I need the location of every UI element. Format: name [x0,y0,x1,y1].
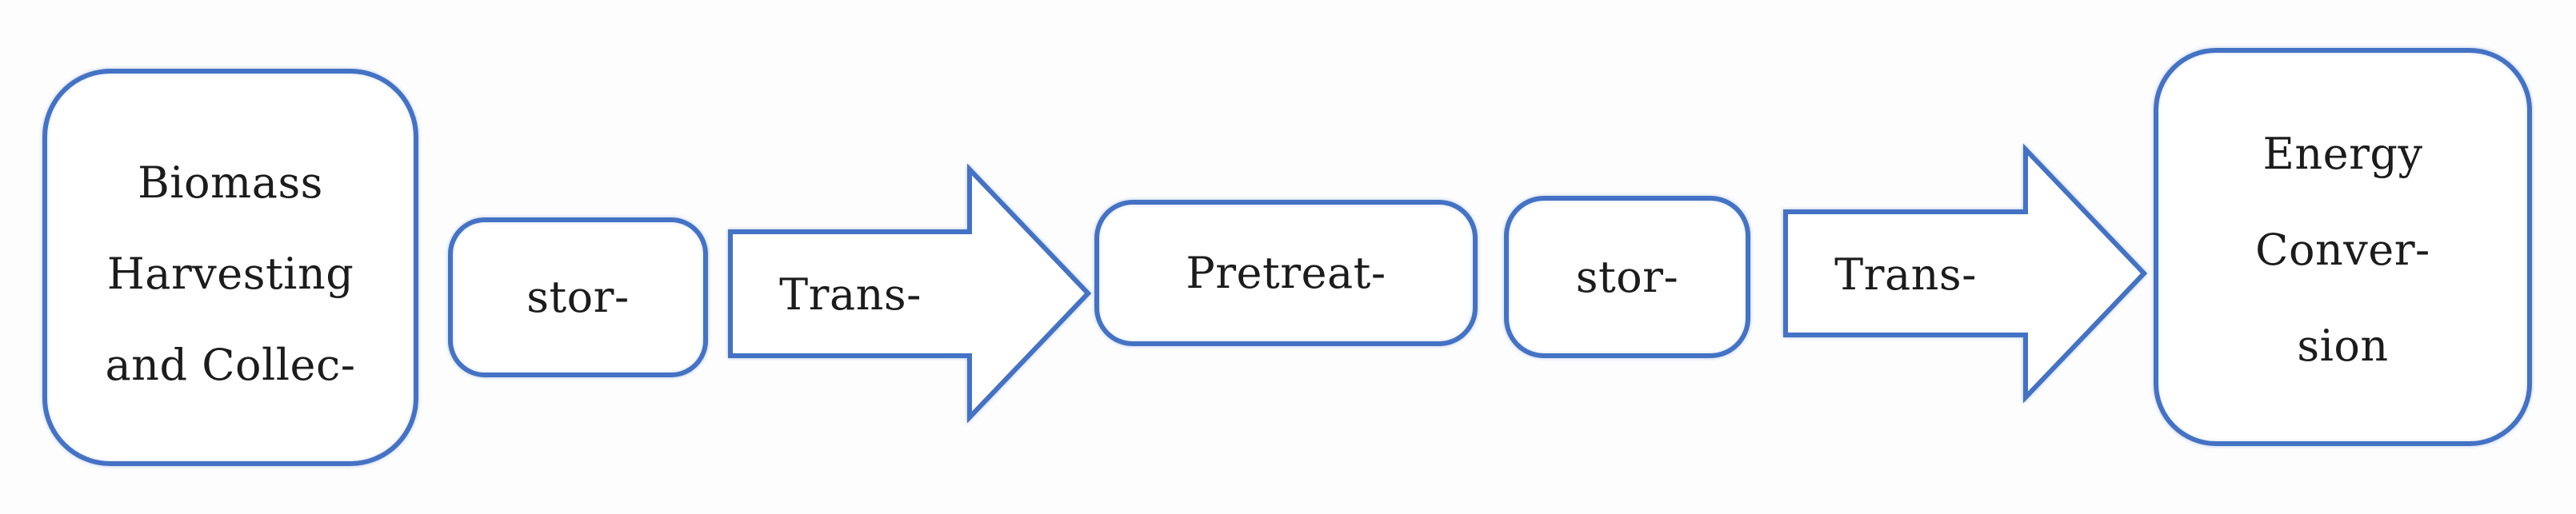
node-label-line: Energy [2262,129,2423,179]
node-label-line: Harvesting [106,248,354,299]
node-pretreatment: Pretreat- [1094,200,1478,346]
node-label-line: stor- [1575,251,1679,302]
node-storage-2: stor- [1504,196,1750,358]
node-label-line: stor- [526,272,630,322]
right-arrow-shape [728,163,1092,424]
node-label-line: Pretreat- [1186,247,1386,298]
node-label-line: Biomass [138,157,323,208]
node-biomass-harvesting: Biomass Harvesting and Collec- [42,69,418,466]
right-block-arrow-transport-1 [728,163,1092,424]
node-label-line: Conver- [2255,225,2430,275]
node-storage-1: stor- [448,217,708,377]
right-block-arrow-transport-2 [1783,143,2148,404]
node-energy-conversion: Energy Conver- sion [2154,48,2532,446]
right-arrow-shape [1783,143,2148,404]
node-label-line: and Collec- [105,339,356,390]
node-label-line: sion [2297,321,2389,371]
